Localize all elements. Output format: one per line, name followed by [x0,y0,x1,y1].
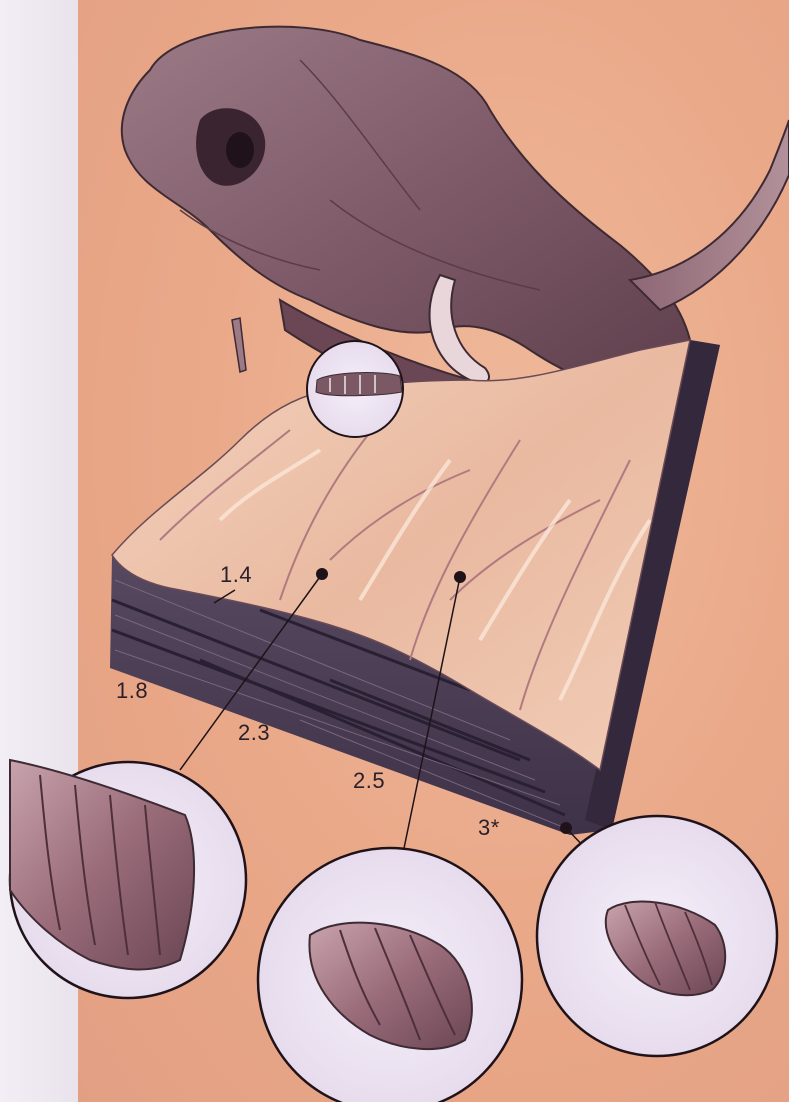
callout-tooth-row [307,341,403,437]
strata-block [110,340,720,835]
layer-label-5: 3* [478,815,500,841]
layer-label-4: 2.5 [353,768,385,794]
layer-label-3: 2.3 [238,720,270,746]
layer-label-2: 1.8 [116,678,148,704]
callout-tooth-large [10,760,246,998]
layer-label-1: 1.4 [220,562,252,588]
callout-tooth-small [537,816,777,1056]
callout-tooth-medium [258,848,522,1102]
